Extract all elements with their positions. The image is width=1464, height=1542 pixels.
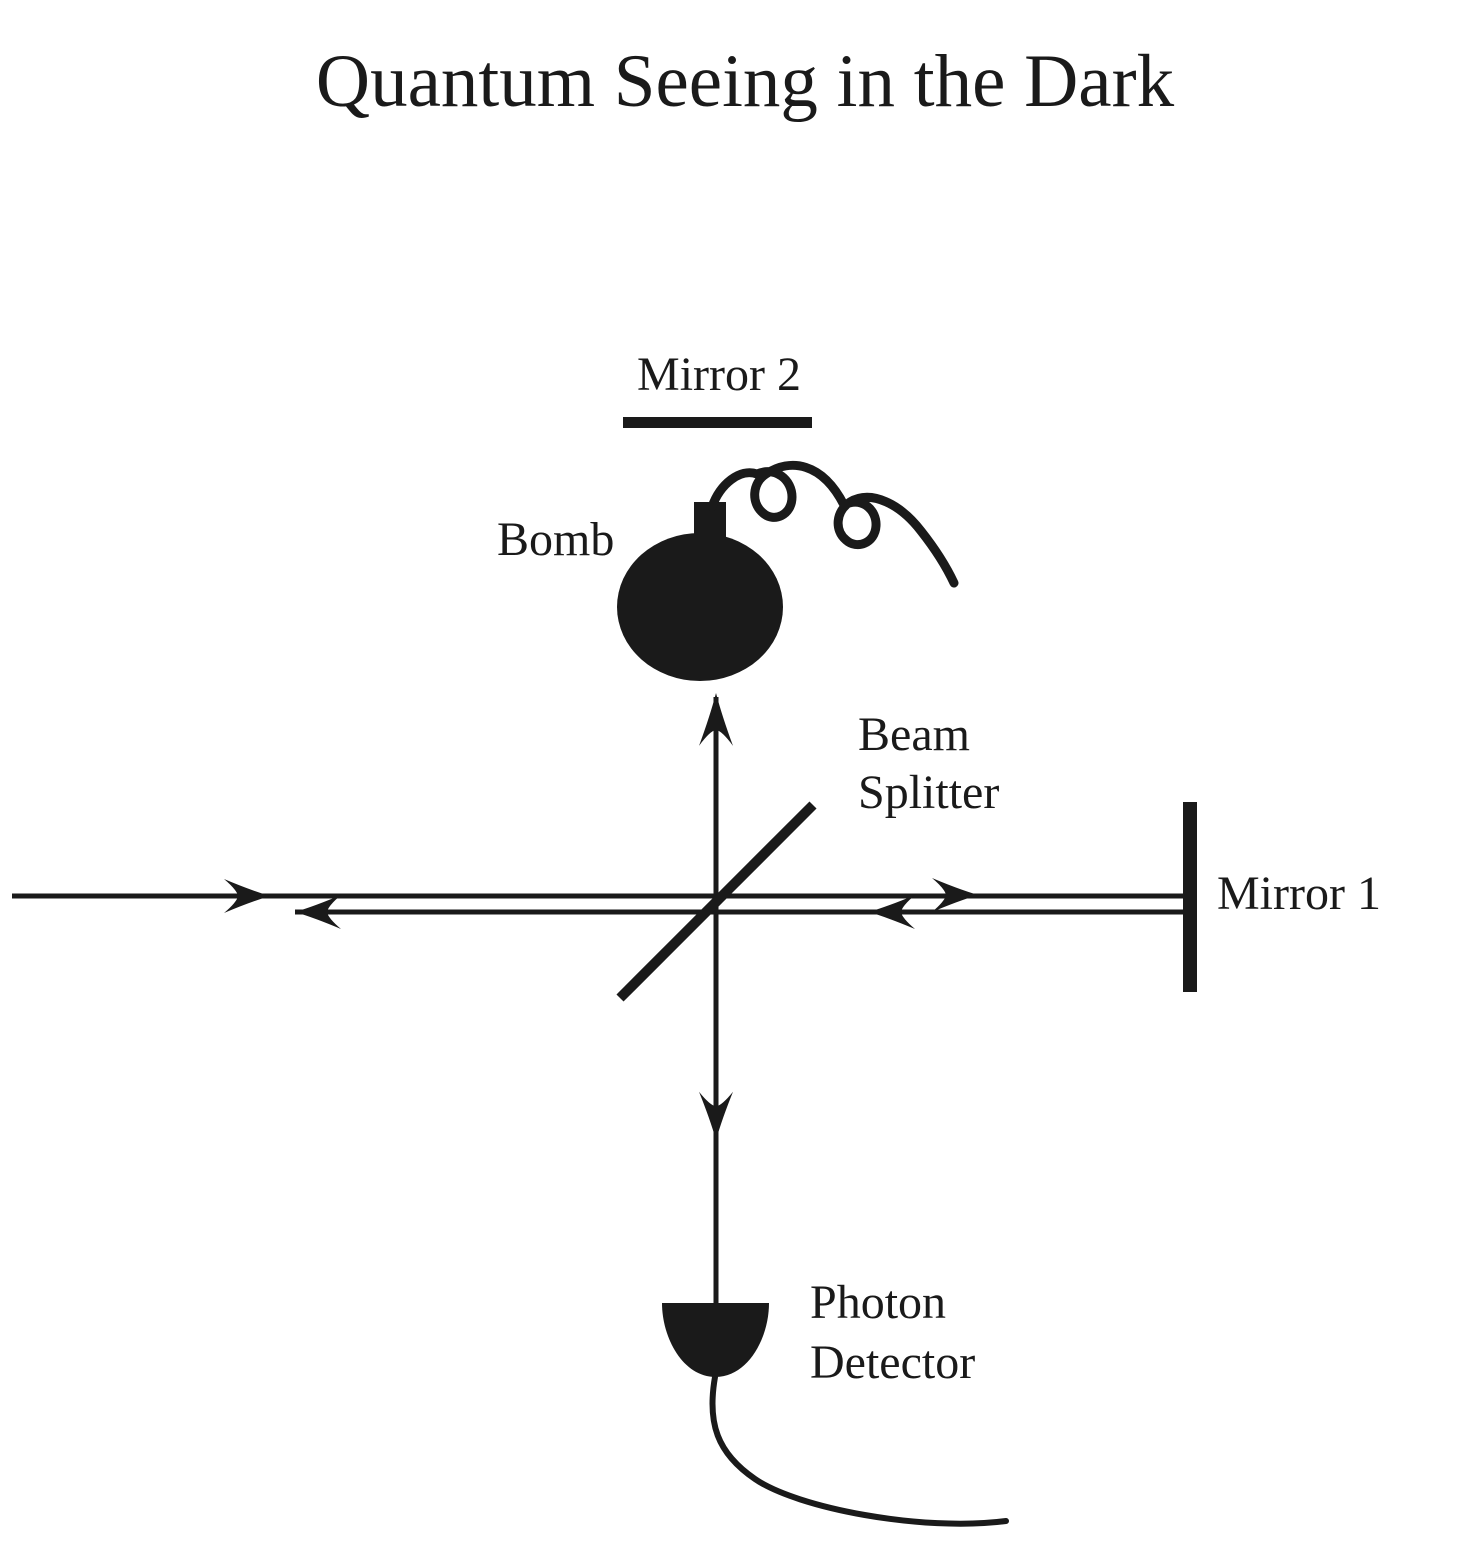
- mirror1-label: Mirror 1: [1217, 867, 1381, 920]
- beam-splitter-label-line2: Splitter: [858, 766, 1000, 819]
- bomb-icon: [617, 460, 959, 681]
- photon-detector-icon: [662, 1303, 769, 1377]
- photon-detector-label-line2: Detector: [810, 1336, 976, 1389]
- mirror2-bar: [623, 417, 812, 428]
- bomb-label: Bomb: [497, 513, 615, 566]
- photon-detector-label-line1: Photon: [810, 1276, 947, 1329]
- diagram-title: Quantum Seeing in the Dark: [315, 40, 1175, 123]
- beam-splitter-label: Beam Splitter: [858, 706, 999, 822]
- bomb-body: [617, 533, 783, 681]
- detector-cable: [709, 1374, 1009, 1527]
- mirror2-label: Mirror 2: [637, 348, 801, 401]
- bomb-fuse: [707, 460, 959, 588]
- beam-splitter-label-line1: Beam: [858, 708, 970, 761]
- mirror1-bar: [1183, 802, 1197, 992]
- beam-splitter-glass: [616, 801, 817, 1002]
- photon-detector-label: Photon Detector: [810, 1273, 975, 1393]
